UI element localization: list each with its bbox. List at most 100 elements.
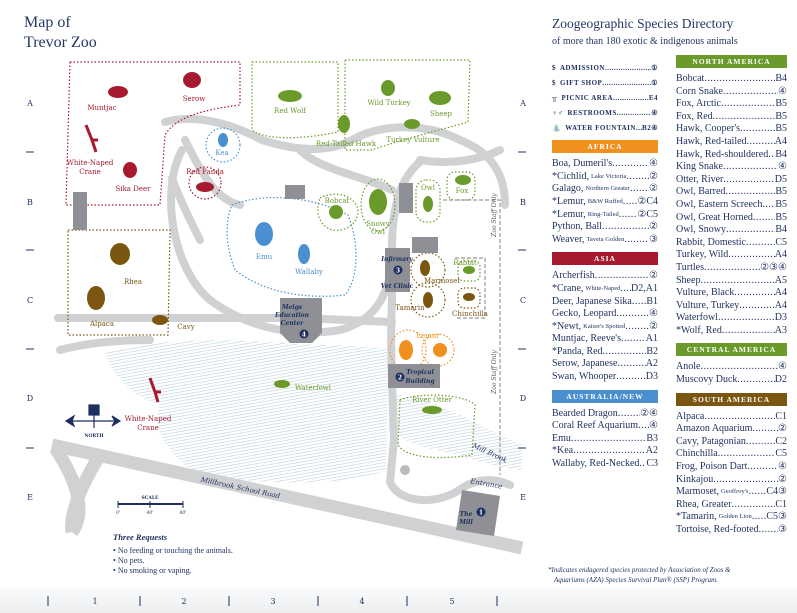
species-entry[interactable]: Owl, BarredB5 (676, 186, 787, 199)
species-entry[interactable]: *Lemur,Ring-Tailed②C5 (552, 209, 658, 222)
scale-tick-80: 80' (180, 510, 187, 516)
species-entry[interactable]: *Cichlid,Lake Victoria② (552, 171, 658, 184)
species-entry[interactable]: Fox, RedB5 (676, 111, 787, 124)
amenity-name: ADMISSION (560, 64, 605, 72)
leader-dots (746, 436, 775, 449)
species-entry[interactable]: Frog, Poison Dart④ (676, 461, 787, 474)
species-entry[interactable]: Vulture, TurkeyA4 (676, 300, 787, 313)
waterfowl-icon (274, 380, 290, 388)
species-entry[interactable]: WaterfowlD3 (676, 312, 787, 325)
label-rabbit: Rabbit (453, 259, 477, 267)
species-entry[interactable]: Rhea, GreaterC1 (676, 499, 787, 512)
species-name: Cavy, Patagonian (676, 435, 746, 447)
leader-dots (728, 249, 774, 262)
muntjac-icon (108, 86, 128, 98)
section-header-africa: AFRICA (552, 140, 658, 154)
alpaca-icon (87, 286, 105, 310)
amenity-water-fountain[interactable]: ⛲WATER FOUNTAINB2④ (552, 122, 658, 135)
species-entry[interactable]: Gecko, Leopard④ (552, 308, 658, 321)
leader-dots (723, 161, 778, 174)
amenity-admission[interactable]: $ADMISSION① (552, 62, 658, 75)
species-entry[interactable]: Archerfish② (552, 270, 658, 283)
species-entry[interactable]: Hawk, Red-tailedA4 (676, 136, 787, 149)
species-entry[interactable]: Muscovy DuckD2 (676, 374, 787, 387)
amenity-picnic-area[interactable]: ╥PICNIC AREAE4 (552, 92, 658, 105)
species-entry[interactable]: EmuB3 (552, 433, 658, 446)
species-entry[interactable]: *Panda, RedB2 (552, 346, 658, 359)
species-entry[interactable]: Swan, WhooperD3 (552, 371, 658, 384)
species-subname: Taveta Golden (586, 235, 625, 243)
species-entry[interactable]: Fox, ArcticB5 (676, 98, 787, 111)
species-entry[interactable]: Deer, Japanese SikaB1 (552, 296, 658, 309)
species-entry[interactable]: Corn Snake④ (676, 86, 787, 99)
species-name: Chinchilla (676, 448, 718, 460)
species-entry[interactable]: Anole④ (676, 361, 787, 374)
species-entry[interactable]: Python, Ball② (552, 221, 658, 234)
directory-column-left: $ADMISSION① $GIFT SHOP① ╥PICNIC AREAE4 ♀♂RE… (552, 62, 658, 471)
species-entry[interactable]: Turtles②③④ (676, 262, 787, 275)
species-entry[interactable]: Marmoset,Geoffroy'sC4③ (676, 486, 787, 499)
label-wallaby: Wallaby (295, 268, 323, 276)
species-entry[interactable]: Owl, Eastern ScreechB5 (676, 199, 787, 212)
amenity-restrooms[interactable]: ♀♂RESTROOMS④ (552, 107, 658, 120)
species-name: Deer, Japanese Sika (552, 295, 632, 307)
species-entry[interactable]: ChinchillaC5 (676, 448, 787, 461)
species-location: B5 (775, 123, 787, 135)
species-entry[interactable]: Turkey, WildA4 (676, 249, 787, 262)
leader-dots (704, 262, 760, 275)
row-label-c: C (27, 296, 33, 305)
species-entry[interactable]: Cavy, PatagonianC2 (676, 436, 787, 449)
species-entry[interactable]: Muntjac, Reeve'sA1 (552, 333, 658, 346)
species-entry[interactable]: *Wolf, RedA3 (676, 325, 787, 338)
species-entry[interactable]: Tortoise, Red-footed③ (676, 524, 787, 537)
species-entry[interactable]: Hawk, Cooper's B5 (676, 123, 787, 136)
species-entry[interactable]: Galago,Northern Greater② (552, 183, 658, 196)
serow-icon (183, 72, 201, 88)
species-entry[interactable]: BobcatB4 (676, 73, 787, 86)
label-river-otter: River Otter (412, 396, 453, 404)
species-subname: Kaiser's Spotted (583, 322, 626, 330)
species-name: Hawk, Cooper's (676, 123, 741, 135)
species-location: B4 (775, 148, 787, 160)
species-entry[interactable]: Owl, Great HornedB5 (676, 212, 787, 225)
species-entry[interactable]: *Tamarin,Golden LionC5③ (676, 511, 787, 524)
species-entry[interactable]: Coral Reef Aquarium④ (552, 420, 658, 433)
label-white-naped-crane-b2: Crane (137, 424, 159, 432)
species-entry[interactable]: *Newt,Kaiser's Spotted② (552, 321, 658, 334)
leader-dots (704, 73, 775, 86)
species-name: Bearded Dragon (552, 407, 618, 419)
species-entry[interactable]: Amazon Aquarium② (676, 423, 787, 436)
request-text: No pets. (117, 556, 145, 565)
species-entry[interactable]: Weaver,Taveta Golden③ (552, 234, 658, 247)
species-location: ②C5 (637, 208, 658, 220)
species-entry[interactable]: *KeaA2 (552, 445, 658, 458)
species-entry[interactable]: Rabbit, DomesticC5 (676, 237, 787, 250)
row-label-e-right: E (520, 493, 526, 502)
species-name: Boa, Dumeril's (552, 158, 613, 170)
species-entry[interactable]: AlpacaC1 (676, 411, 787, 424)
section-header-asia: ASIA (552, 252, 658, 266)
species-entry[interactable]: Wallaby, Red-NeckedC3 (552, 458, 658, 471)
species-entry[interactable]: SheepA5 (676, 275, 787, 288)
species-entry[interactable]: Vulture, BlackA4 (676, 287, 787, 300)
species-entry[interactable]: King Snake④ (676, 161, 787, 174)
leader-dots (718, 312, 775, 325)
amenity-gift-shop[interactable]: $GIFT SHOP① (552, 77, 658, 90)
request-text: No smoking or vaping. (117, 566, 192, 575)
species-entry[interactable]: Otter, RiverD5 (676, 174, 787, 187)
species-entry[interactable]: Hawk, Red-shoulderedB4 (676, 149, 787, 162)
species-location: ② (778, 423, 787, 435)
species-entry[interactable]: Bearded Dragon②④ (552, 408, 658, 421)
species-entry[interactable]: Boa, Dumeril's④ (552, 158, 658, 171)
species-entry[interactable]: *Crane,White-NapedD2,A1 (552, 283, 658, 296)
species-entry[interactable]: *Lemur,B&W Ruffed②C4 (552, 196, 658, 209)
leader-dots (718, 448, 776, 461)
species-entry[interactable]: Kinkajou② (676, 474, 787, 487)
species-location: ② (649, 183, 658, 195)
species-location: ② (649, 320, 658, 332)
label-center: Center (281, 320, 305, 327)
species-entry[interactable]: Owl, SnowyB4 (676, 224, 787, 237)
species-entry[interactable]: Serow, JapaneseA2 (552, 358, 658, 371)
picnic-area-icon[interactable] (400, 465, 410, 475)
